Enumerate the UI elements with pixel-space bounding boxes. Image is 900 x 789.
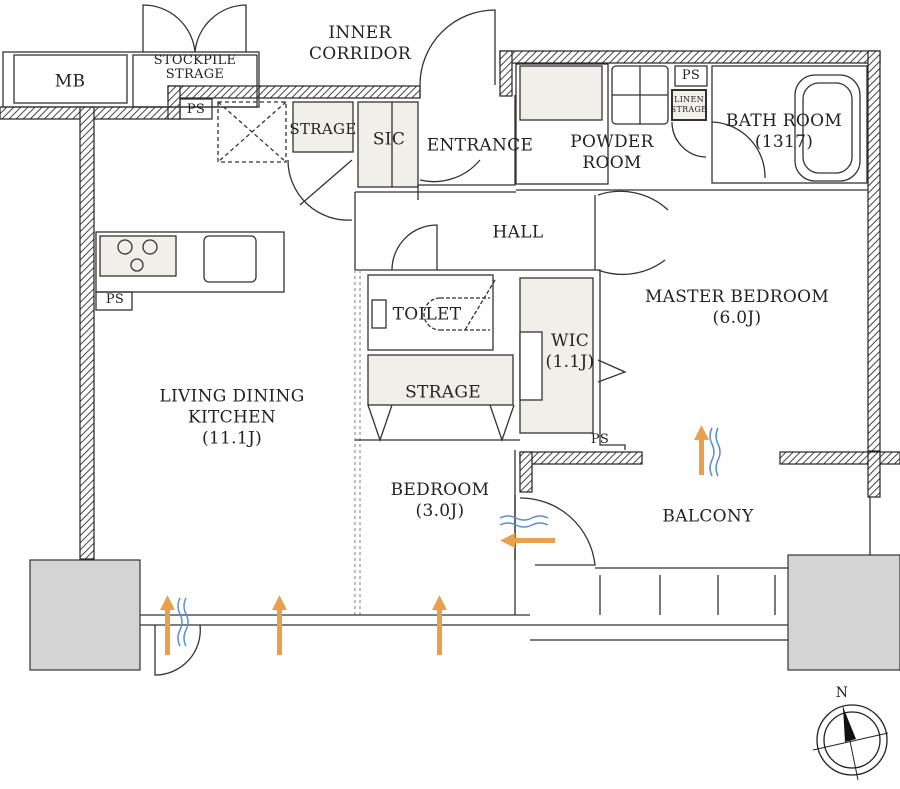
arrow-up-icon xyxy=(272,595,287,655)
room-label-ps: PS xyxy=(681,68,701,83)
ventilation-arrows xyxy=(160,425,709,655)
label-line: (11.1J) xyxy=(201,428,263,449)
label-line: (6.0J) xyxy=(712,308,762,328)
room-label-sic: SIC xyxy=(372,129,406,150)
room-label-strage: STRAGE xyxy=(289,120,357,138)
label-line: BEDROOM xyxy=(390,480,490,500)
label-line: KITCHEN xyxy=(188,407,276,428)
label-line: (1317) xyxy=(754,132,814,152)
room-label-ps: PS xyxy=(590,432,610,447)
room-label-wic: WIC(1.1J) xyxy=(546,331,595,373)
label-line: CORRIDOR xyxy=(308,44,412,64)
label-line: STRAGE xyxy=(670,105,708,114)
label-line: LINEN xyxy=(674,95,704,104)
label-line: ROOM xyxy=(582,153,642,173)
north-arrow-icon xyxy=(843,707,856,742)
label-line: MASTER BEDROOM xyxy=(644,287,830,307)
arrow-up-icon xyxy=(160,595,175,655)
label-line: BATH ROOM xyxy=(725,111,843,131)
balcony-walls xyxy=(519,451,900,498)
label-line: STRAGE xyxy=(165,67,225,82)
arrow-left-icon xyxy=(500,533,555,548)
arrow-up-icon xyxy=(432,595,447,655)
room-label-master-bedroom: MASTER BEDROOM(6.0J) xyxy=(645,287,829,329)
label-line: LIVING DINING xyxy=(159,386,305,407)
room-label-ps: PS xyxy=(105,292,125,307)
label-line: (3.0J) xyxy=(415,501,465,521)
label-line: POWDER xyxy=(570,132,654,152)
room-label-bedroom: BEDROOM(3.0J) xyxy=(391,480,490,522)
compass xyxy=(812,704,889,781)
label-line: STOCKPILE xyxy=(153,53,237,68)
wind-waves xyxy=(177,427,721,647)
label-line: WIC xyxy=(550,331,590,351)
label-line: INNER xyxy=(328,23,392,43)
interior-walls xyxy=(2,4,871,676)
room-label-toilet: TOILET xyxy=(392,304,462,325)
compass-north-label: N xyxy=(835,685,849,701)
room-label-ps: PS xyxy=(186,102,206,117)
room-label-balcony: BALCONY xyxy=(662,506,754,527)
room-label-bath-room: BATH ROOM(1317) xyxy=(726,111,842,153)
arrow-up-icon xyxy=(694,425,709,475)
room-label-hall: HALL xyxy=(492,222,544,243)
structural-columns xyxy=(29,554,900,671)
room-label-strage: STRAGE xyxy=(405,382,481,403)
room-label-entrance: ENTRANCE xyxy=(426,135,534,156)
label-line: (1.1J) xyxy=(545,352,595,372)
room-label-mb: MB xyxy=(54,71,86,92)
